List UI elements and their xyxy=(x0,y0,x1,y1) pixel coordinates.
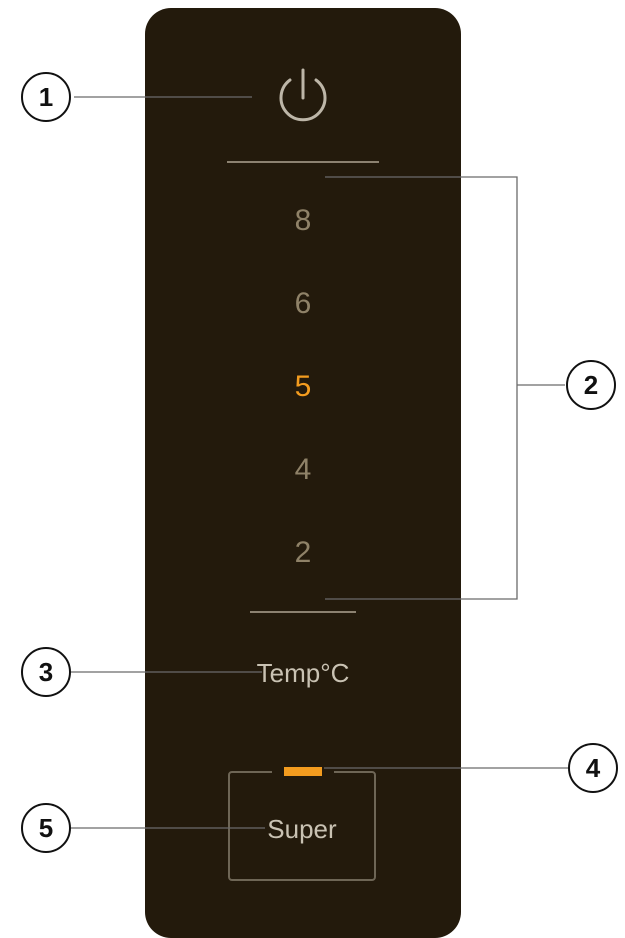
temp-level-6[interactable]: 6 xyxy=(294,287,312,320)
super-label[interactable]: Super xyxy=(267,814,337,844)
temp-label[interactable]: Temp°C xyxy=(256,658,350,688)
control-panel xyxy=(145,8,461,938)
callout-1: 1 xyxy=(21,72,71,122)
power-icon[interactable] xyxy=(270,64,336,134)
temp-level-8[interactable]: 8 xyxy=(294,204,312,237)
bottom-divider xyxy=(250,611,356,613)
super-indicator-led xyxy=(284,767,322,776)
top-divider xyxy=(227,161,379,163)
temp-level-5-active[interactable]: 5 xyxy=(294,370,312,403)
callout-5: 5 xyxy=(21,803,71,853)
callout-4: 4 xyxy=(568,743,618,793)
temp-level-2[interactable]: 2 xyxy=(294,536,312,569)
temp-level-4[interactable]: 4 xyxy=(294,453,312,486)
callout-3: 3 xyxy=(21,647,71,697)
callout-2: 2 xyxy=(566,360,616,410)
